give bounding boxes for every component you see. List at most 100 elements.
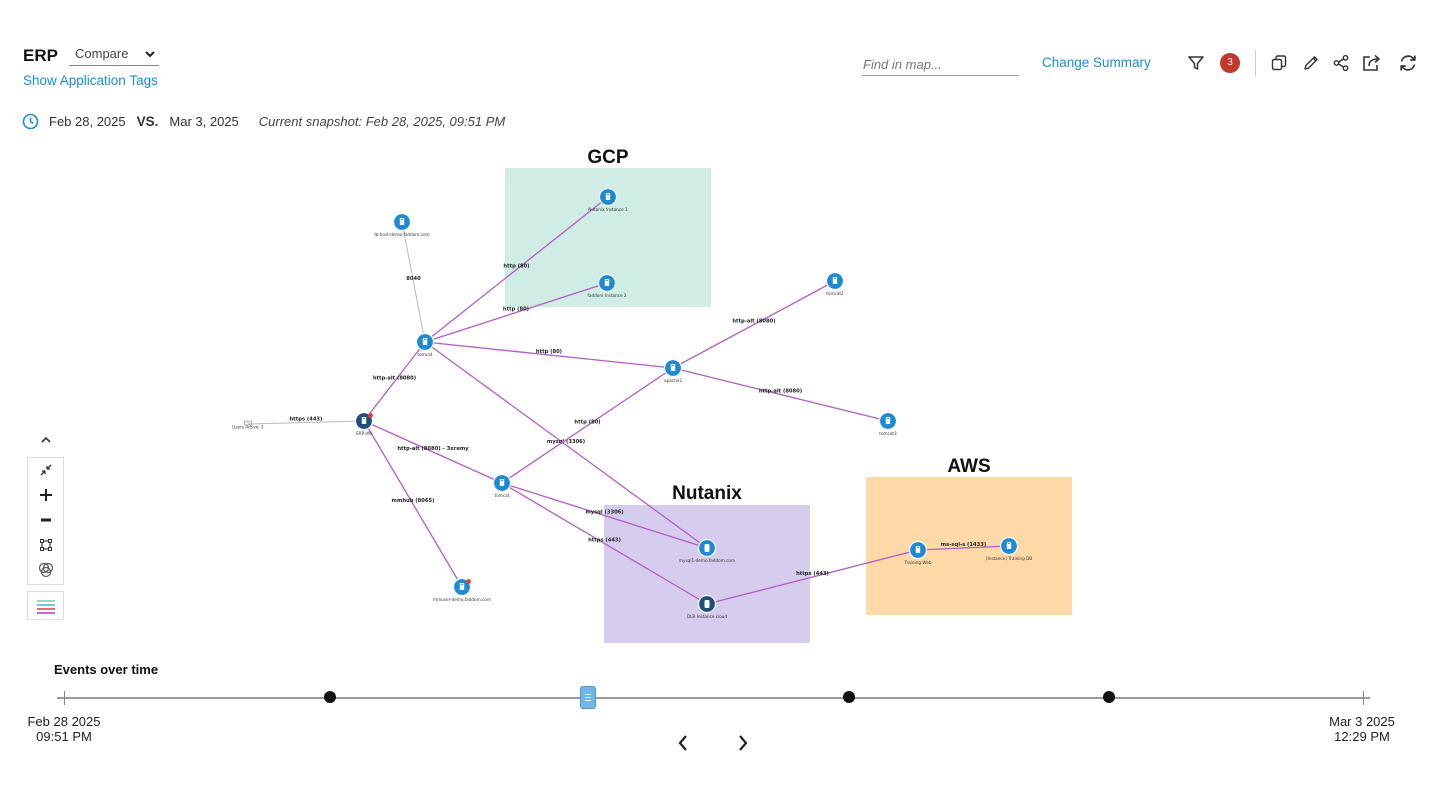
edge-label: http (80) bbox=[503, 264, 529, 270]
node-label: mmuser-demo.faddom.com bbox=[433, 597, 491, 602]
edge-erp-mm[interactable] bbox=[363, 420, 463, 588]
map-node-g2[interactable]: faddom Instance 2 bbox=[587, 273, 627, 299]
map-node-g1[interactable]: Nutanix Instance 1 bbox=[588, 187, 628, 213]
node-label: mysql1-demo.faddom.com bbox=[679, 558, 735, 563]
map-node-t4[interactable]: tomcat bbox=[492, 473, 512, 499]
map-node-dbs[interactable]: DLB Instance cloud bbox=[687, 594, 728, 620]
node-label: Users Active: 2 bbox=[232, 425, 264, 430]
edge-lb1-hub1[interactable] bbox=[401, 221, 426, 343]
edge-aws1-aws2[interactable] bbox=[917, 543, 1010, 551]
server-icon bbox=[670, 364, 676, 371]
change-summary-link[interactable]: Change Summary bbox=[1042, 55, 1151, 70]
edge-t4-dbs[interactable] bbox=[501, 482, 708, 605]
node-label: apache2 bbox=[664, 378, 682, 383]
snapshot-date-to[interactable]: Mar 3, 2025 bbox=[169, 114, 239, 129]
node-label: Training Web bbox=[904, 560, 932, 565]
server-icon bbox=[832, 277, 838, 284]
timeline-event-marker[interactable] bbox=[1103, 691, 1115, 703]
layers-icon[interactable] bbox=[28, 558, 63, 582]
edge-hub1-mysql[interactable] bbox=[424, 341, 708, 549]
server-icon bbox=[1006, 542, 1012, 549]
snapshot-date-from[interactable]: Feb 28, 2025 bbox=[49, 114, 126, 129]
server-icon bbox=[399, 218, 405, 225]
map-node-cl[interactable]: Users Active: 2 bbox=[232, 420, 264, 430]
find-in-map-input[interactable] bbox=[862, 54, 1019, 76]
timeline-event-marker[interactable] bbox=[324, 691, 336, 703]
edge-cl-erp[interactable] bbox=[247, 420, 365, 425]
app-title: ERP bbox=[23, 46, 58, 65]
edge-label: mysql (3306) bbox=[547, 439, 585, 445]
map-node-t2[interactable]: tomcat2 bbox=[825, 271, 845, 297]
server-icon bbox=[604, 279, 610, 286]
node-label: Nutanix Instance 1 bbox=[588, 207, 628, 212]
edit-pencil-icon[interactable] bbox=[1299, 51, 1323, 75]
edge-hub1-g2[interactable] bbox=[424, 282, 608, 343]
chevron-left-icon bbox=[676, 733, 690, 753]
timeline-event-marker[interactable] bbox=[843, 691, 855, 703]
edge-app2-t2[interactable] bbox=[672, 280, 836, 369]
edge-dbs-aws1[interactable] bbox=[706, 549, 919, 605]
export-icon[interactable] bbox=[1360, 51, 1384, 75]
map-node-mm[interactable]: mmuser-demo.faddom.com bbox=[433, 577, 491, 603]
minus-icon[interactable] bbox=[28, 508, 63, 532]
node-label: faddom Instance 2 bbox=[587, 293, 626, 298]
refresh-icon[interactable] bbox=[1396, 51, 1420, 75]
node-label: [Instance] Training DB bbox=[986, 556, 1032, 561]
map-node-erp[interactable]: ERP-VM bbox=[354, 411, 374, 437]
edge-erp-hub1[interactable] bbox=[363, 341, 426, 422]
edge-label: http (80) bbox=[574, 420, 600, 426]
vs-label: VS. bbox=[136, 114, 159, 129]
filter-icon[interactable] bbox=[1184, 51, 1208, 75]
compare-label: Compare bbox=[75, 46, 129, 61]
chevron-up-icon[interactable] bbox=[37, 431, 55, 449]
share-icon[interactable] bbox=[1329, 51, 1353, 75]
map-node-app2[interactable]: apache2 bbox=[663, 358, 682, 384]
server-icon bbox=[422, 338, 428, 345]
timeline-track[interactable] bbox=[57, 697, 1370, 699]
server-icon bbox=[361, 417, 367, 424]
edge-label: https (443) bbox=[796, 571, 829, 577]
timeline-end-date: Mar 3 2025 bbox=[1329, 714, 1395, 729]
timeline-slider-handle[interactable] bbox=[580, 686, 597, 709]
edge-hub1-app2[interactable] bbox=[424, 341, 674, 371]
server-icon bbox=[459, 583, 465, 590]
nodes-layer: lb-host-demo.faddom.com Nutanix Instance … bbox=[232, 187, 1032, 620]
compare-dropdown[interactable]: Compare bbox=[69, 44, 159, 66]
database-icon bbox=[704, 600, 710, 608]
map-node-lb1[interactable]: lb-host-demo.faddom.com bbox=[374, 212, 430, 238]
previous-event-button[interactable] bbox=[672, 731, 694, 755]
server-icon bbox=[499, 479, 505, 486]
map-node-aws1[interactable]: Training Web bbox=[904, 540, 932, 566]
timeline-end-tick bbox=[1363, 691, 1364, 705]
edge-label: mmhub (8065) bbox=[392, 498, 435, 504]
map-node-mysql[interactable]: mysql1-demo.faddom.com bbox=[679, 538, 735, 564]
timeline-start-time: 09:51 PM bbox=[36, 729, 92, 744]
legend-icon[interactable] bbox=[27, 591, 64, 620]
edge-erp-t4[interactable] bbox=[363, 420, 503, 484]
current-snapshot-label: Current snapshot: Feb 28, 2025, 09:51 PM bbox=[258, 114, 506, 129]
edge-app2-t3[interactable] bbox=[672, 367, 889, 422]
edge-hub1-g1[interactable] bbox=[424, 196, 609, 343]
snapshot-bar: Feb 28, 2025 VS. Mar 3, 2025 Current sna… bbox=[22, 113, 505, 130]
map-node-aws2[interactable]: [Instance] Training DB bbox=[986, 536, 1032, 562]
plus-icon[interactable] bbox=[28, 483, 63, 507]
copy-icon[interactable] bbox=[1267, 51, 1291, 75]
map-node-hub1[interactable]: tomcat bbox=[415, 332, 435, 358]
select-area-icon[interactable] bbox=[28, 533, 63, 557]
next-event-button[interactable] bbox=[732, 731, 754, 755]
aws-region-label: AWS bbox=[947, 456, 991, 477]
edge-t4-app2[interactable] bbox=[501, 367, 674, 484]
edge-label: http-alt (8080) bbox=[732, 319, 775, 325]
edge-label: http-alt (8080) – 3xremy bbox=[397, 446, 469, 452]
show-application-tags-link[interactable]: Show Application Tags bbox=[23, 73, 158, 88]
fit-screen-icon[interactable] bbox=[28, 458, 63, 482]
server-icon bbox=[915, 546, 921, 553]
timeline-start-tick bbox=[64, 691, 65, 705]
clock-icon bbox=[22, 113, 39, 130]
map-node-t3[interactable]: tomcat3 bbox=[878, 411, 898, 437]
filter-count-badge: 3 bbox=[1220, 53, 1240, 73]
edge-t4-mysql[interactable] bbox=[501, 482, 708, 549]
